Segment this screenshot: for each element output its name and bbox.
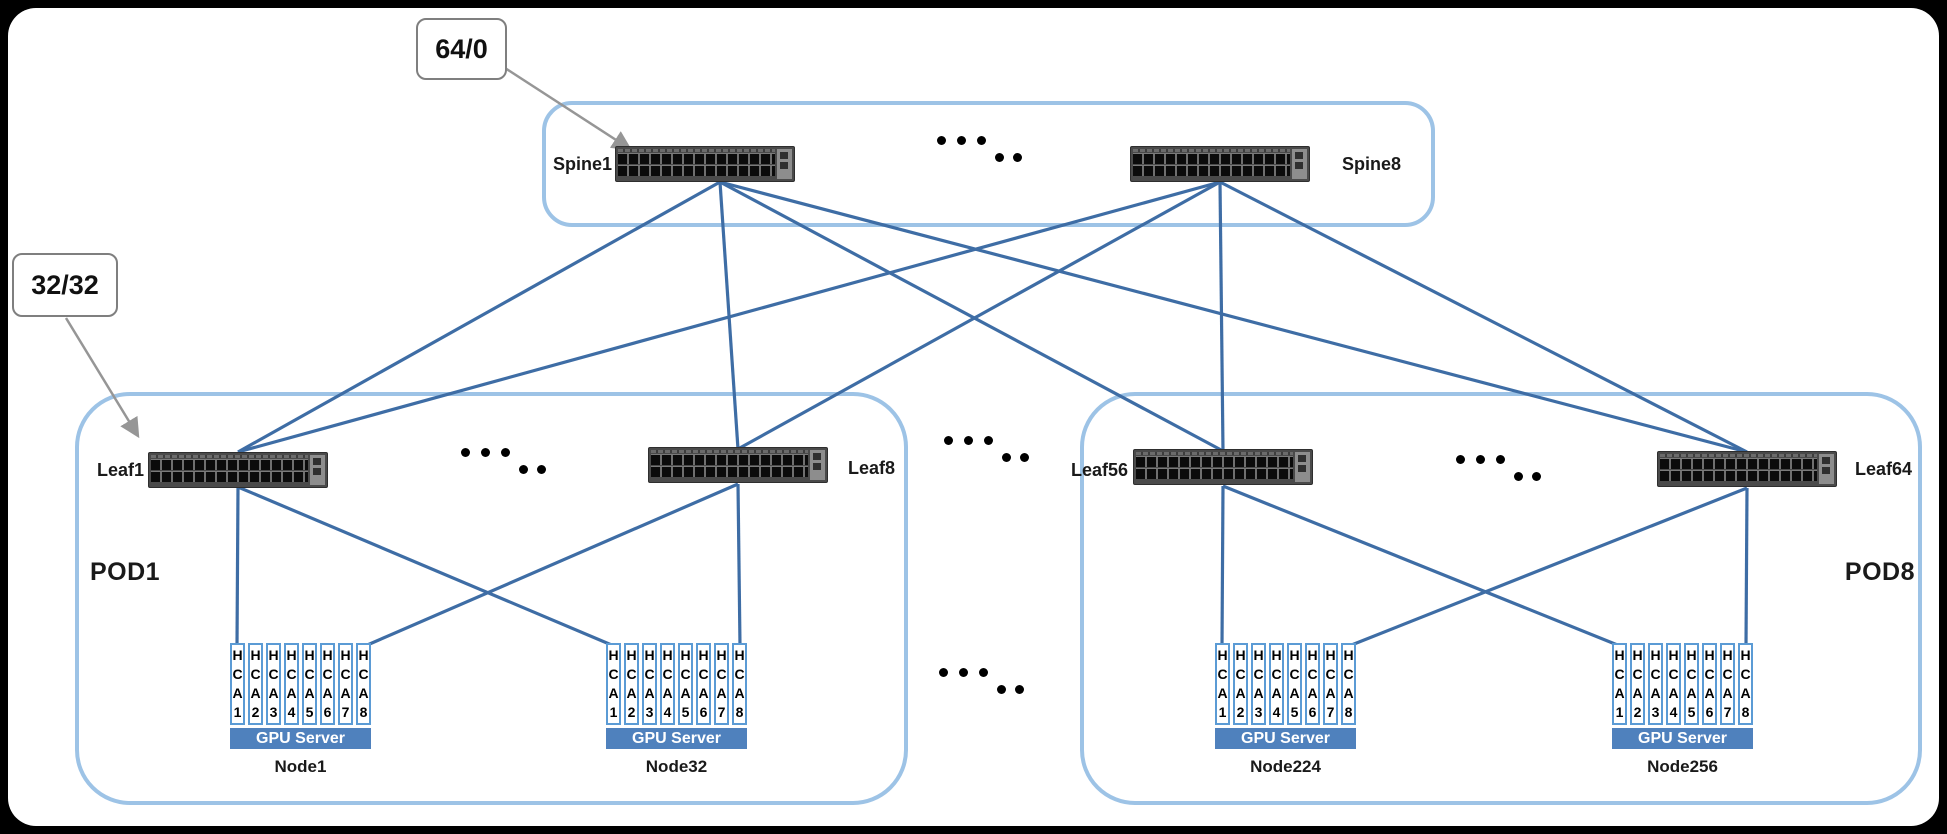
hca-box-hca3: HCA3: [1648, 643, 1663, 725]
pod8-box: [1080, 392, 1922, 805]
spine-group-box: [542, 101, 1435, 227]
spine1-switch: [615, 146, 795, 182]
hca-box-hca3: HCA3: [642, 643, 657, 725]
hca-box-hca6: HCA6: [320, 643, 335, 725]
hca-box-hca4: HCA4: [1666, 643, 1681, 725]
leaf56-label: Leaf56: [1070, 460, 1128, 480]
switch-ports: [1136, 452, 1293, 482]
hca-box-hca6: HCA6: [1305, 643, 1320, 725]
leaf-port-callout: 32/32: [12, 253, 118, 317]
hca-box-hca2: HCA2: [1630, 643, 1645, 725]
leaf64-label: Leaf64: [1855, 459, 1913, 479]
hca-box-hca8: HCA8: [1738, 643, 1753, 725]
ellipsis-dots-pod1-leaves: [461, 448, 547, 476]
hca-box-hca5: HCA5: [1684, 643, 1699, 725]
hca-box-hca4: HCA4: [660, 643, 675, 725]
hca-box-hca7: HCA7: [338, 643, 353, 725]
hca-box-hca1: HCA1: [1215, 643, 1230, 725]
hca-box-hca6: HCA6: [1702, 643, 1717, 725]
hca-box-hca2: HCA2: [624, 643, 639, 725]
hca-box-hca2: HCA2: [248, 643, 263, 725]
switch-ports: [651, 450, 808, 480]
switch-endcap: [1819, 454, 1834, 484]
hca-box-hca5: HCA5: [1287, 643, 1302, 725]
leaf-server-links: [235, 482, 1749, 648]
ellipsis-dots-mid-leaves: [944, 436, 1030, 464]
hca-box-hca7: HCA7: [1720, 643, 1735, 725]
node32-label: Node32: [645, 757, 708, 776]
spine-leaf-links: [237, 180, 1748, 454]
switch-ports: [1133, 149, 1290, 179]
ellipsis-dots-spines: [937, 136, 1023, 164]
gpu-server-bar: GPU Server: [1612, 728, 1753, 749]
node256-label: Node256: [1647, 757, 1718, 776]
pod1-box: [75, 392, 908, 805]
switch-endcap: [1295, 452, 1310, 482]
hca-box-hca5: HCA5: [302, 643, 317, 725]
leaf8-label: Leaf8: [848, 458, 896, 478]
node224-label: Node224: [1250, 757, 1321, 776]
node1-label: Node1: [274, 757, 327, 776]
switch-ports: [1660, 454, 1817, 484]
pod1-label: POD1: [90, 558, 161, 586]
switch-endcap: [810, 450, 825, 480]
hca-box-hca2: HCA2: [1233, 643, 1248, 725]
hca-box-hca1: HCA1: [230, 643, 245, 725]
gpu-server-bar: GPU Server: [230, 728, 371, 749]
hca-box-hca3: HCA3: [1251, 643, 1266, 725]
ellipsis-dots-pod8-leaves: [1456, 455, 1542, 483]
switch-ports: [618, 149, 775, 179]
hca-box-hca6: HCA6: [696, 643, 711, 725]
callout-arrows: [64, 66, 633, 439]
leaf1-label: Leaf1: [96, 460, 144, 480]
leaf8-switch: [648, 447, 828, 483]
leaf1-switch: [148, 452, 328, 488]
hca-box-hca4: HCA4: [1269, 643, 1284, 725]
pod8-label: POD8: [1844, 558, 1915, 586]
hca-box-hca1: HCA1: [1612, 643, 1627, 725]
hca-box-hca7: HCA7: [1323, 643, 1338, 725]
hca-box-hca8: HCA8: [1341, 643, 1356, 725]
switch-endcap: [310, 455, 325, 485]
spine-port-callout: 64/0: [416, 18, 507, 80]
switch-ports: [151, 455, 308, 485]
hca-box-hca1: HCA1: [606, 643, 621, 725]
hca-box-hca3: HCA3: [266, 643, 281, 725]
hca-box-hca8: HCA8: [356, 643, 371, 725]
spine8-label: Spine8: [1342, 154, 1402, 174]
ellipsis-dots-mid-servers: [939, 668, 1025, 696]
leaf-port-callout-text: 32/32: [31, 269, 99, 300]
spine1-label: Spine1: [552, 154, 612, 174]
leaf56-switch: [1133, 449, 1313, 485]
hca-box-hca4: HCA4: [284, 643, 299, 725]
hca-box-hca8: HCA8: [732, 643, 747, 725]
leaf64-switch: [1657, 451, 1837, 487]
switch-endcap: [777, 149, 792, 179]
gpu-server-bar: GPU Server: [606, 728, 747, 749]
switch-endcap: [1292, 149, 1307, 179]
gpu-server-bar: GPU Server: [1215, 728, 1356, 749]
hca-box-hca5: HCA5: [678, 643, 693, 725]
spine-port-callout-text: 64/0: [435, 33, 488, 64]
hca-box-hca7: HCA7: [714, 643, 729, 725]
spine8-switch: [1130, 146, 1310, 182]
